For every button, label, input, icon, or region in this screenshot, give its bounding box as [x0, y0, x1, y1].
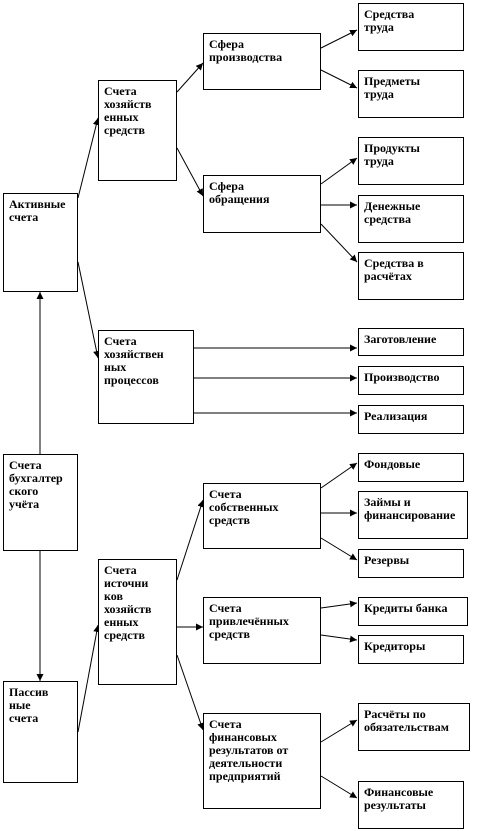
arrow-sources-own-funds — [176, 499, 205, 581]
node-financial-results-accounts: Счета финансовых результатов от деятельн… — [203, 713, 321, 809]
node-production-sphere-label: Сфера производства — [209, 37, 283, 64]
node-circulation-sphere: Сфера обращения — [203, 175, 321, 233]
node-production-label: Производство — [364, 370, 440, 384]
arrow-active-processes — [77, 261, 100, 359]
node-settlements-label: Средства в расчётах — [364, 256, 424, 283]
arrow-borrowed-funds-bank-credits — [320, 600, 358, 609]
node-procurement: Заготовление — [358, 328, 464, 356]
node-production: Производство — [358, 366, 464, 395]
node-sales-label: Реализация — [364, 409, 428, 423]
node-borrowed-funds-label: Счета привлечённых средств — [209, 601, 289, 641]
node-creditors: Кредиторы — [358, 635, 464, 664]
node-procurement-label: Заготовление — [364, 332, 437, 346]
node-obligations: Расчёты по обязательствам — [358, 703, 470, 751]
node-financial-results-accounts-label: Счета финансовых результатов от деятельн… — [209, 717, 289, 783]
node-sales: Реализация — [358, 405, 464, 434]
node-labor-products-label: Продукты труда — [364, 141, 420, 168]
node-passive: Пассив ные счета — [3, 681, 78, 783]
arrow-borrowed-funds-creditors — [320, 634, 358, 643]
node-bank-credits: Кредиты банка — [358, 597, 468, 626]
node-passive-label: Пассив ные счета — [9, 685, 49, 725]
node-circulation-sphere-label: Сфера обращения — [209, 179, 270, 206]
arrow-assets-circulation-sphere — [176, 147, 204, 197]
arrow-production-sphere-labor-objects — [320, 69, 358, 89]
node-creditors-label: Кредиторы — [364, 639, 426, 653]
arrow-circulation-sphere-settlements — [320, 223, 358, 263]
node-processes: Счета хозяйствен ных процессов — [98, 330, 194, 424]
arrow-circulation-sphere-labor-products — [320, 157, 358, 185]
node-labor-means-label: Средства труда — [364, 7, 415, 34]
node-settlements: Средства в расчётах — [358, 252, 464, 300]
arrow-own-funds-funds — [320, 462, 358, 489]
arrow-financial-results-accounts-financial-results — [320, 775, 358, 799]
node-funds-label: Фондовые — [364, 457, 421, 471]
node-labor-objects: Предметы труда — [358, 70, 464, 118]
arrow-sources-financial-results-accounts — [176, 654, 205, 731]
node-assets: Счета хозяйств енных средств — [98, 80, 177, 181]
node-financial-results: Финансовые результаты — [358, 781, 464, 829]
arrow-financial-results-accounts-obligations — [320, 719, 358, 743]
node-assets-label: Счета хозяйств енных средств — [104, 84, 152, 137]
arrow-production-sphere-labor-means — [320, 29, 358, 49]
node-root-label: Счета бухгалтер ского учёта — [9, 458, 63, 511]
node-cash-label: Денежные средства — [364, 199, 421, 226]
node-borrowed-funds: Счета привлечённых средств — [203, 597, 321, 664]
node-sources-label: Счета источни ков хозяйств енных средств — [104, 563, 152, 642]
node-root: Счета бухгалтер ского учёта — [3, 454, 78, 551]
node-cash: Денежные средства — [358, 195, 464, 243]
arrow-active-assets — [77, 117, 100, 199]
node-own-funds-label: Счета собственных средств — [209, 487, 279, 527]
arrow-assets-production-sphere — [176, 62, 204, 93]
node-funds: Фондовые — [358, 453, 464, 482]
node-loans: Займы и финансирование — [358, 491, 468, 539]
node-sources: Счета источни ков хозяйств енных средств — [98, 559, 177, 685]
node-active: Активные счета — [3, 193, 78, 292]
node-reserves: Резервы — [358, 549, 464, 578]
node-financial-results-label: Финансовые результаты — [364, 785, 434, 812]
node-processes-label: Счета хозяйствен ных процессов — [104, 334, 164, 387]
node-labor-products: Продукты труда — [358, 137, 464, 185]
arrow-own-funds-reserves — [320, 537, 358, 561]
node-reserves-label: Резервы — [364, 553, 410, 567]
node-bank-credits-label: Кредиты банка — [364, 601, 448, 615]
node-loans-label: Займы и финансирование — [364, 495, 456, 522]
node-active-label: Активные счета — [9, 197, 66, 224]
node-labor-means: Средства труда — [358, 3, 464, 51]
node-labor-objects-label: Предметы труда — [364, 74, 421, 101]
node-obligations-label: Расчёты по обязательствам — [364, 707, 449, 734]
arrow-passive-sources — [77, 624, 101, 733]
node-own-funds: Счета собственных средств — [203, 483, 321, 549]
node-production-sphere: Сфера производства — [203, 33, 321, 90]
